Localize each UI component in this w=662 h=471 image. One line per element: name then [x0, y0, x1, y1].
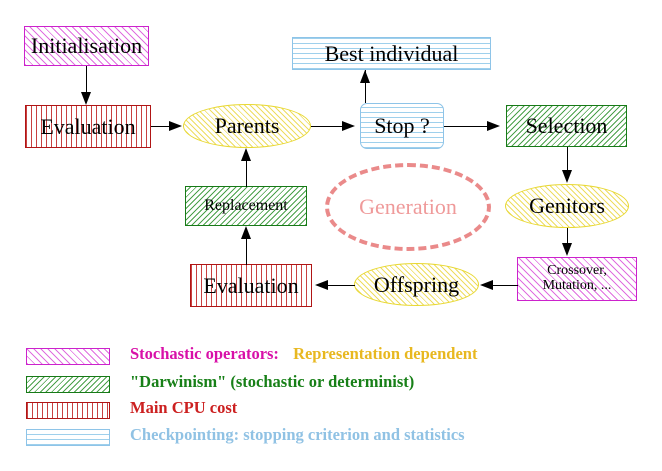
legend-row: Stochastic operators: Representation dep…	[26, 344, 646, 372]
node-selection[interactable]: Selection	[506, 105, 627, 147]
node-parents-label: Parents	[214, 113, 280, 139]
legend-swatch-magenta-diagonal-icon	[26, 348, 110, 365]
node-evaluation-bottom-label: Evaluation	[203, 272, 299, 298]
node-crossover-mutation[interactable]: Crossover, Mutation, ...	[517, 257, 637, 301]
legend-swatch-green-diagonal-icon	[26, 376, 110, 393]
edge-parents-to-stop-arrow	[342, 121, 355, 131]
node-generation-label: Generation	[359, 194, 457, 219]
legend-label-checkpointing: Checkpointing: stopping criterion and st…	[130, 425, 465, 444]
edge-stop-to-selection-arrow	[487, 121, 500, 131]
node-best-individual[interactable]: Best individual	[292, 37, 491, 70]
node-parents[interactable]: Parents	[183, 104, 311, 148]
legend-label-main-cpu-cost: Main CPU cost	[130, 398, 238, 417]
legend-swatch-red-vertical-icon	[26, 402, 110, 419]
node-genitors-label: Genitors	[529, 193, 605, 219]
node-replacement-label: Replacement	[204, 196, 288, 214]
legend-swatch-blue-horizontal-icon	[26, 429, 110, 446]
legend-label-stochastic-operators: Stochastic operators: Representation dep…	[130, 344, 477, 364]
node-initialisation[interactable]: Initialisation	[24, 26, 149, 66]
edge-offspring-to-eval-arrow	[315, 280, 328, 290]
legend-row: Main CPU cost	[26, 398, 646, 426]
legend: Stochastic operators: Representation dep…	[0, 336, 662, 461]
node-selection-label: Selection	[525, 113, 608, 139]
node-crossover-label-line1: Crossover,	[547, 263, 607, 279]
edge-parents-to-stop-line	[311, 126, 343, 127]
node-generation-group: Generation	[325, 163, 491, 251]
edge-offspring-to-eval-line	[327, 285, 355, 286]
legend-row: "Darwinism" (stochastic or determinist)	[26, 372, 646, 400]
node-evaluation-top[interactable]: Evaluation	[25, 105, 151, 148]
node-replacement[interactable]: Replacement	[185, 186, 307, 226]
edge-crossover-to-offspring-line	[493, 285, 518, 286]
edge-eval-to-replacement-arrow	[241, 226, 251, 239]
edge-stop-to-best-line	[365, 70, 366, 103]
legend-row: Checkpointing: stopping criterion and st…	[26, 425, 646, 453]
edge-selection-to-genitors-arrow	[562, 170, 572, 183]
node-offspring-label: Offspring	[373, 271, 460, 297]
edge-stop-to-selection-line	[444, 126, 488, 127]
legend-label-darwinism: "Darwinism" (stochastic or determinist)	[130, 372, 415, 391]
edge-stop-to-best-arrow	[360, 70, 370, 83]
node-evaluation-bottom[interactable]: Evaluation	[190, 264, 312, 307]
node-evaluation-top-label: Evaluation	[40, 113, 136, 139]
edge-eval-to-parents-arrow	[169, 121, 182, 131]
node-initialisation-label: Initialisation	[30, 33, 143, 59]
node-stop[interactable]: Stop ?	[360, 103, 444, 149]
edge-replacement-to-parents-arrow	[241, 148, 251, 161]
node-stop-label: Stop ?	[374, 113, 430, 139]
edge-eval-to-replacement-line	[246, 238, 247, 265]
node-genitors[interactable]: Genitors	[505, 184, 629, 228]
node-best-individual-label: Best individual	[324, 40, 459, 66]
legend-note-text: Representation dependent	[293, 344, 478, 363]
edge-genitors-to-crossover-line	[567, 228, 568, 246]
edge-selection-to-genitors-line	[567, 147, 568, 172]
edge-crossover-to-offspring-arrow	[480, 280, 493, 290]
node-offspring[interactable]: Offspring	[354, 263, 479, 306]
edge-init-to-eval-arrow	[81, 92, 91, 105]
edge-init-to-eval-line	[86, 66, 87, 94]
edge-genitors-to-crossover-arrow	[562, 243, 572, 256]
edge-eval-to-parents-line	[151, 126, 171, 127]
legend-label-text: Stochastic operators:	[130, 344, 279, 363]
node-crossover-label-line2: Mutation, ...	[542, 278, 612, 293]
edge-replacement-to-parents-line	[246, 161, 247, 187]
